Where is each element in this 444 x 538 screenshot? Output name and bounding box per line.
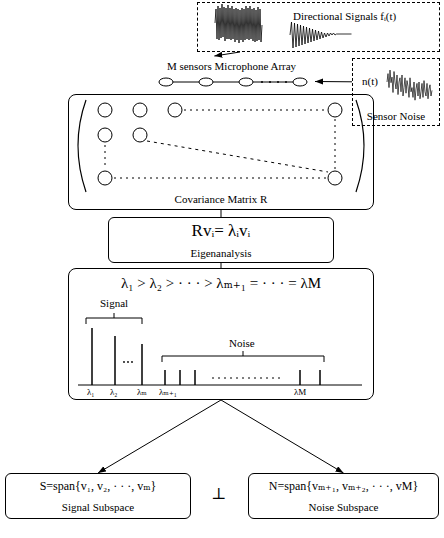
axis-label: λM — [294, 387, 306, 397]
eigen-bar — [299, 370, 301, 385]
node-text: N=span{vₘ₊₁, vₘ₊₂, · · ·, vM} — [269, 480, 418, 494]
matrix-element — [98, 103, 112, 117]
node-text: Covariance Matrix R — [175, 193, 268, 206]
matrix-dots — [147, 141, 328, 172]
connector-line — [221, 210, 222, 217]
ellipsis-dot — [269, 81, 271, 83]
eigenanalysis-box: Rvᵢ= λᵢvᵢEigenanalysis — [108, 217, 334, 263]
eigen-bar — [164, 370, 166, 385]
matrix-dots — [114, 178, 326, 179]
array-wire — [159, 82, 307, 83]
node-text: n(t) — [362, 75, 378, 88]
matrix-paren — [78, 100, 86, 192]
connector-arrow — [214, 52, 240, 56]
ellipsis-dot — [277, 81, 279, 83]
connector-arrow — [315, 81, 352, 82]
node-subtext: Sensor Noise — [367, 110, 425, 123]
axis-label: λ₂ — [110, 387, 118, 397]
node-text: M sensors Microphone Array — [167, 60, 296, 73]
eigen-bar — [141, 344, 143, 385]
matrix-dots — [184, 110, 326, 111]
dense-waveform — [215, 4, 262, 43]
axis-label: λₘ₊₁ — [159, 387, 177, 397]
matrix-dots — [105, 145, 106, 169]
eigen-bar — [114, 336, 116, 385]
orthogonal-symbol: ⊥ — [211, 485, 226, 503]
eigen-bar — [194, 370, 196, 385]
microphone — [159, 78, 173, 86]
signal-source-box: Directional Signals fᵢ(t) — [197, 2, 440, 52]
ellipsis-dot — [261, 81, 263, 83]
eigen-bar — [179, 370, 181, 385]
group-label: Noise — [229, 337, 255, 350]
eigenvalue-box: λ₁ > λ₂ > · · · > λₘ₊₁ = · · · = λM — [68, 268, 374, 400]
matrix-element — [168, 103, 182, 117]
matrix-element — [328, 103, 342, 117]
microphone — [293, 78, 307, 86]
ellipsis-dot — [285, 81, 287, 83]
ellipsis-dot — [131, 361, 133, 363]
node-subtext: Noise Subspace — [309, 501, 379, 514]
subspace-box: N=span{vₘ₊₁, vₘ₊₂, · · ·, vM} Noise Subsp… — [248, 473, 439, 519]
ellipsis-dot — [127, 361, 129, 363]
ellipsis-dot — [123, 361, 125, 363]
axis-label: λₘ — [137, 387, 147, 397]
ellipsis-line — [212, 378, 284, 379]
node-subtext: Signal Subspace — [62, 501, 134, 514]
subspace-box: S=span{v₁, v₂, · · ·, vₘ} Signal Subspace — [5, 473, 191, 519]
covariance-box: Covariance Matrix R — [68, 94, 374, 210]
signal-bracket — [86, 313, 142, 324]
node-text: Rvᵢ= λᵢvᵢ — [192, 221, 251, 241]
node-text: S=span{v₁, v₂, · · ·, vₘ} — [40, 480, 157, 494]
matrix-element — [133, 128, 147, 142]
noise-source-box: n(t) Sensor Noise — [352, 58, 440, 126]
matrix-element — [98, 128, 112, 142]
matrix-element — [133, 103, 147, 117]
group-label: Signal — [100, 297, 128, 310]
eigen-bar — [319, 370, 321, 385]
microphone — [239, 78, 253, 86]
node-text: Directional Signals fᵢ(t) — [293, 10, 396, 23]
matrix-element — [328, 171, 342, 185]
matrix-element — [98, 171, 112, 185]
microphone — [199, 78, 213, 86]
matrix-dots — [335, 119, 336, 169]
node-subtext: Eigenanalysis — [190, 247, 251, 260]
microphone-array: M sensors Microphone Array — [150, 56, 315, 90]
noise-waveform — [387, 70, 432, 100]
matrix-paren — [356, 100, 364, 192]
noise-bracket — [162, 351, 324, 362]
eigen-bar — [91, 328, 93, 385]
node-text: λ₁ > λ₂ > · · · > λₘ₊₁ = · · · = λM — [121, 275, 321, 292]
connector-arrow — [98, 400, 221, 473]
decaying-waveform — [290, 22, 352, 48]
axis-label: λ₁ — [87, 387, 95, 397]
connector-arrow — [221, 400, 344, 473]
